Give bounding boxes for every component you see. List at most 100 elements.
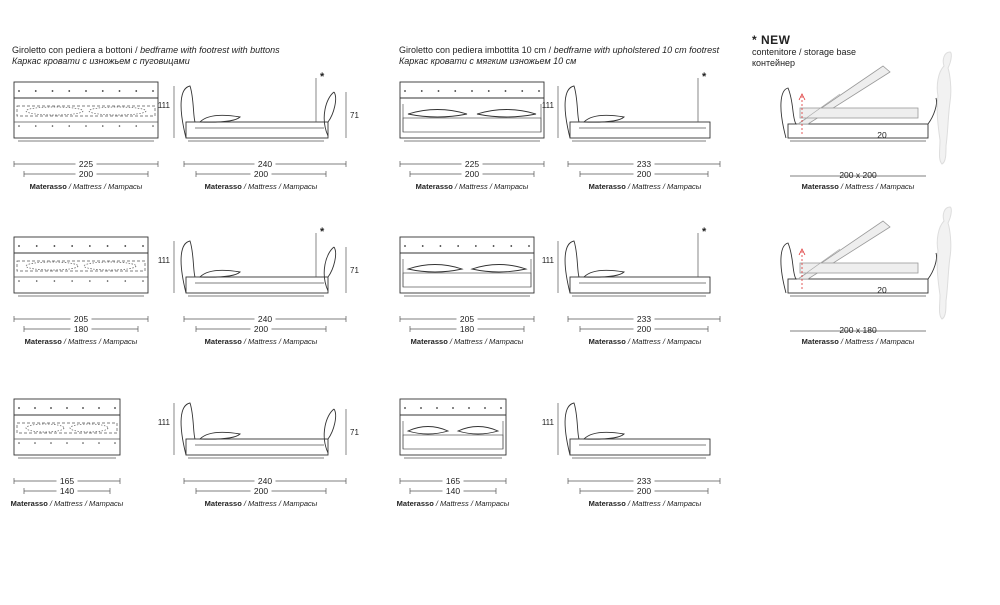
row3-col2-plan-outline [399, 398, 507, 456]
row2-storage-frame [787, 278, 929, 294]
row2-storage-mattress-lifted [799, 262, 919, 274]
mattress-label-rest: / Mattress / Матрасы [626, 182, 702, 191]
row1-storage-headboard [780, 87, 797, 139]
row3-col2-plan-pillow [456, 426, 500, 435]
row1-col2-mattress-label: Materasso / Mattress / Матрасы [416, 182, 529, 191]
row1-col2-width-outer-label-bg [461, 159, 483, 168]
row3-col1-length-outer-label: 240 [258, 476, 272, 486]
new-subtitle: contenitore / storage base [752, 47, 857, 57]
row1-col1-plan-footrest-dot [152, 125, 154, 127]
row1-col1-plan-button-dot [152, 90, 154, 92]
row1-storage-mattress-label: Materasso / Mattress / Матрасы [802, 182, 915, 191]
row2-col1-mattress-label: Materasso / Mattress / Матрасы [25, 337, 138, 346]
row2-col1-side-height-footrest: 71 [350, 266, 359, 275]
row2-col1-side-pillow [198, 269, 241, 278]
mattress-label-it: Materasso [589, 337, 627, 346]
row2-col2-width-inner-label-bg [456, 324, 478, 333]
col1-header-it: Giroletto con pediera a bottoni / [12, 45, 141, 55]
row2-col1-plan-footrest-dot [142, 280, 144, 282]
row2-col1-width-outer-label-bg [70, 314, 92, 323]
row1-col2-plan-outline [399, 81, 545, 139]
row1-col1-side-frame [185, 121, 329, 139]
row1-col1-side-height-headboard: 111 [158, 101, 171, 110]
row2-col1-length-outer-label: 240 [258, 314, 272, 324]
row1-col1-plan-footrest-dot [85, 125, 87, 127]
row2-storage-silhouette [936, 206, 952, 320]
row1-col1-plan-footrest-dot [135, 125, 138, 127]
row3-col2-side-mattress-label: Materasso / Mattress / Матрасы [589, 499, 702, 508]
row3-col1-side-mattress-label: Materasso / Mattress / Матрасы [205, 499, 318, 508]
row3-col2-side-pillow [582, 431, 625, 440]
row2-col2-width-inner-label: 180 [460, 324, 474, 334]
row1-col2-side-height-headboard: 111 [542, 101, 555, 110]
row2-col1-side-footrest [327, 246, 337, 278]
row3-col2-plan-button-dot [452, 407, 454, 409]
row1-col2-length-inner-label: 200 [637, 169, 651, 179]
row1-storage-lift: 20 [877, 130, 887, 140]
row2-col1-width-inner-label-bg [70, 324, 92, 333]
row1-storage-mattress-lifted [799, 107, 919, 119]
row2-col1-length-outer-label-bg [254, 314, 276, 323]
row1-col2-width-inner-label: 200 [465, 169, 479, 179]
row1-col2-plan-button-dot [420, 90, 423, 92]
row3-col2-plan-button-dot [468, 407, 470, 409]
row2-col2-plan-button-dot [510, 245, 513, 247]
row2-col1-plan-footrest-dot [124, 280, 127, 282]
row1-col1-plan-mattress-dashed [16, 105, 156, 117]
row3-col1-plan-button-dot [66, 407, 68, 409]
row2-col1-plan-mattress-dashed [16, 260, 146, 272]
row1-col2-plan-button-dot [538, 90, 540, 92]
mattress-label-rest: / Mattress / Матрасы [48, 499, 124, 508]
row1-col1-plan-button-dot [51, 90, 54, 92]
row3-col1-plan-pillow-dotted [69, 423, 109, 433]
row1-col2-plan-button-dot [454, 90, 457, 92]
row1-col1-plan-button-dot [85, 90, 87, 92]
row3-col1-plan-pillow-dotted [25, 423, 65, 433]
row2-col1-side-frame [185, 276, 329, 294]
row2-col2-width-outer-label: 205 [460, 314, 474, 324]
row1-storage-frame [787, 123, 929, 139]
row2-col1-plan-footrest-dot [18, 280, 20, 282]
row3-col1-plan-mattress-dashed [16, 422, 118, 434]
row1-col2-plan-mattress [402, 117, 542, 133]
row1-col1-plan-button-dot [118, 90, 121, 92]
row2-storage-size: 200 x 180 [839, 325, 877, 335]
mattress-label-it: Materasso [397, 499, 435, 508]
row1-col1-width-inner-label-bg [75, 169, 97, 178]
row2-col1-side-mattress-label: Materasso / Mattress / Матрасы [205, 337, 318, 346]
mattress-label-rest: / Mattress / Матрасы [453, 182, 529, 191]
row1-col2-length-inner-label-bg [633, 169, 655, 178]
row2-col1-side-footrest-inner [323, 246, 335, 292]
row1-storage-red-arrowhead [798, 93, 806, 101]
row2-col1-plan-button-dot [35, 245, 38, 247]
row2-storage-footrest [927, 252, 937, 280]
row3-col1-side-footrest [327, 408, 337, 440]
row1-col1-plan-button-dot [68, 90, 71, 92]
row3-col1-side-footrest-inner [323, 408, 335, 454]
row2-col1-plan-button-dot [71, 245, 74, 247]
row1-col1-side-mattress-label: Materasso / Mattress / Матрасы [205, 182, 318, 191]
row1-col2-plan-button-dot [471, 90, 473, 92]
row2-storage-lift: 20 [877, 285, 887, 295]
row2-col1-side-height-headboard: 111 [158, 256, 171, 265]
row1-col2-length-outer-label: 233 [637, 159, 651, 169]
row3-col2-plan-mattress [402, 434, 504, 450]
mattress-label-it: Materasso [411, 337, 449, 346]
row2-col1-length-inner-label: 200 [254, 324, 268, 334]
row1-col1-plan-button-dot [135, 90, 138, 92]
row3-col2-plan-button-dot [484, 407, 486, 409]
row2-col1-length-inner-label-bg [250, 324, 272, 333]
row1-col2-side-pillow [582, 114, 625, 123]
row1-col2-side-frame [569, 121, 711, 139]
col2-header-it: Giroletto con pediera imbottita 10 cm / [399, 45, 554, 55]
row2-col1-plan-footrest-dot [71, 280, 73, 282]
row3-col2-plan-button-dot [420, 407, 422, 409]
row2-col1-plan-button-dot [142, 245, 144, 247]
row3-col1-width-outer-label: 165 [60, 476, 74, 486]
row3-col1-width-outer-label-bg [56, 476, 78, 485]
row1-col1-width-inner-label: 200 [79, 169, 93, 179]
row2-storage-red-arrowhead [798, 248, 806, 256]
row1-col1-width-outer-label-bg [75, 159, 97, 168]
row2-storage-headboard [780, 242, 797, 294]
row1-col1-side-height-footrest: 71 [350, 111, 359, 120]
